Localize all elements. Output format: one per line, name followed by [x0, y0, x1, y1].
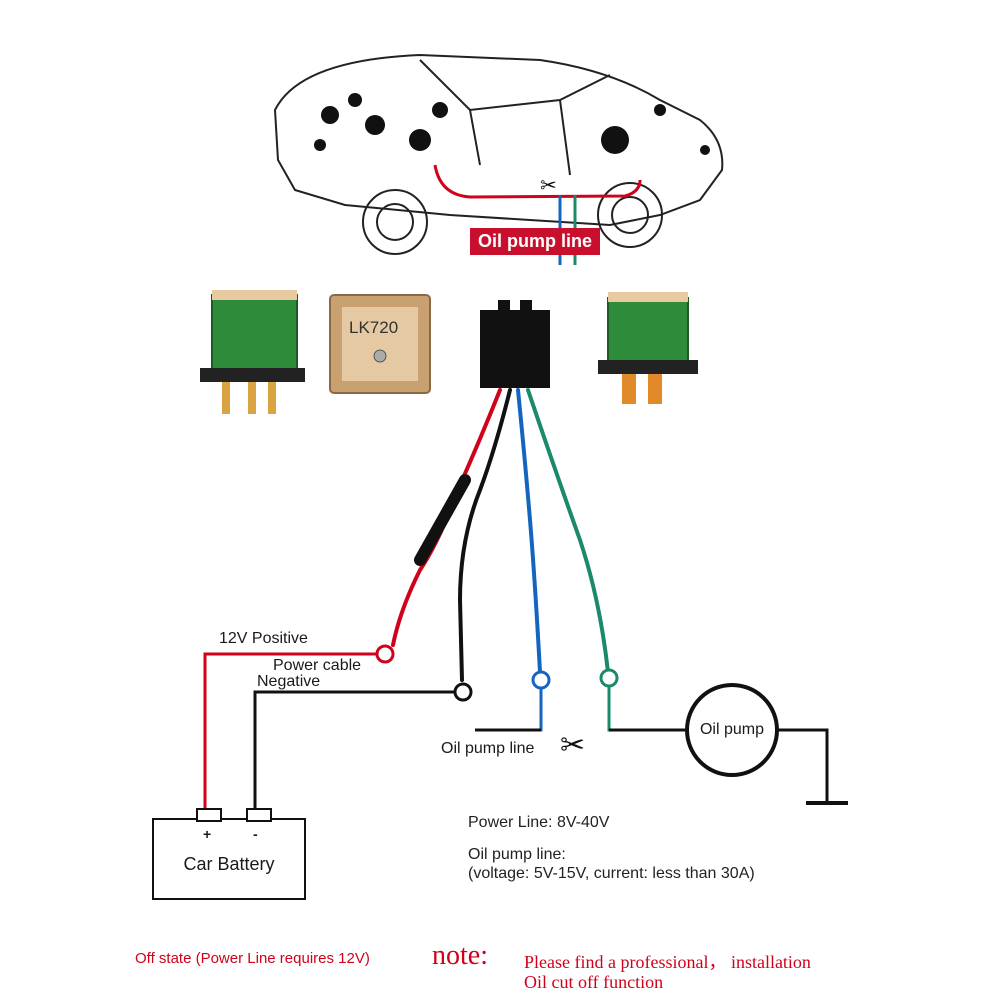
install-note-line2: Oil cut off function: [524, 972, 664, 992]
install-note-line1: Please find a professional， installation: [524, 952, 811, 972]
relay-connector: [480, 300, 550, 388]
oil-pump-line-label: Oil pump line: [441, 740, 535, 757]
battery-positive-terminal: [196, 808, 222, 822]
gps-module-label: LK720: [349, 318, 399, 337]
car-oil-pump-tag: Oil pump line: [470, 228, 601, 255]
ring-terminals: [375, 644, 619, 702]
battery-plus-sign: +: [203, 826, 212, 842]
car-battery: + - Car Battery: [152, 808, 306, 900]
scissors-icon: ✂: [560, 728, 585, 763]
module-board-left: [200, 290, 305, 414]
negative-label: Negative: [257, 673, 321, 690]
power-cable-label: Power cable: [273, 657, 362, 674]
module-board-right: [598, 292, 698, 404]
car-illustration: ✂: [273, 53, 724, 265]
svg-text:✂: ✂: [540, 173, 557, 197]
oil-line-spec-detail: (voltage: 5V-15V, current: less than 30A…: [468, 865, 755, 882]
note-heading: note:: [432, 940, 488, 971]
battery-negative-terminal: [246, 808, 272, 822]
power-line-spec: Power Line: 8V-40V: [468, 814, 610, 831]
oil-pump: Oil pump: [685, 683, 779, 777]
battery-label: Car Battery: [183, 854, 275, 874]
gps-antenna-module: [329, 294, 431, 394]
circuit-lines: [203, 652, 848, 812]
battery-minus-sign: -: [253, 826, 258, 842]
oil-line-spec-title: Oil pump line:: [468, 846, 566, 863]
oil-pump-label: Oil pump: [699, 721, 765, 738]
wire-harness: [391, 388, 610, 682]
off-state-note: Off state (Power Line requires 12V): [135, 950, 370, 967]
positive-label: 12V Positive: [219, 630, 308, 647]
